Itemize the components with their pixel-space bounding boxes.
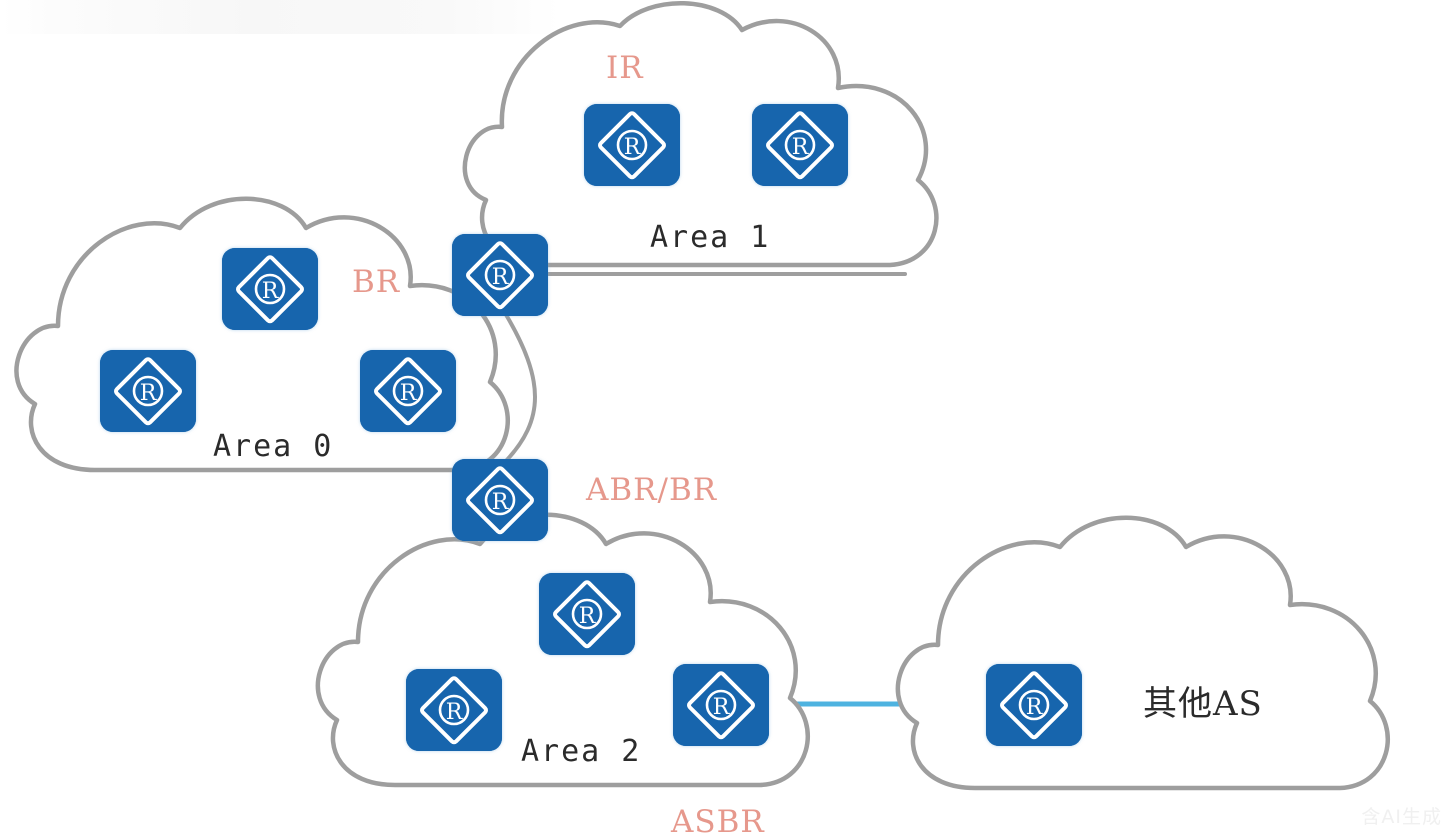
router-icon: R bbox=[673, 664, 769, 746]
svg-text:R: R bbox=[1026, 695, 1044, 720]
svg-text:R: R bbox=[446, 700, 464, 725]
router-area0-r3[interactable]: R bbox=[360, 350, 456, 432]
router-asbr[interactable]: R bbox=[673, 664, 769, 746]
router-icon: R bbox=[360, 350, 456, 432]
router-area1-r2[interactable]: R bbox=[752, 104, 848, 186]
link-br-to-abrbr bbox=[503, 311, 537, 464]
router-area2-r1[interactable]: R bbox=[539, 573, 635, 655]
router-icon: R bbox=[406, 669, 502, 751]
svg-text:R: R bbox=[713, 695, 731, 720]
router-icon: R bbox=[986, 664, 1082, 746]
svg-text:R: R bbox=[579, 604, 597, 629]
label-area1: Area 1 bbox=[650, 220, 771, 255]
router-area1-r1[interactable]: R bbox=[584, 104, 680, 186]
router-icon: R bbox=[222, 248, 318, 330]
svg-text:R: R bbox=[400, 381, 418, 406]
label-abr-br: ABR/BR bbox=[586, 472, 718, 508]
svg-text:R: R bbox=[792, 135, 810, 160]
router-icon: R bbox=[584, 104, 680, 186]
cloud-area1 bbox=[462, 0, 939, 268]
svg-text:R: R bbox=[262, 279, 280, 304]
label-other-as: 其他AS bbox=[1143, 684, 1263, 724]
router-icon: R bbox=[752, 104, 848, 186]
router-other-as[interactable]: R bbox=[986, 664, 1082, 746]
label-area2: Area 2 bbox=[521, 734, 642, 769]
label-asbr: ASBR bbox=[671, 804, 765, 835]
router-abr-br[interactable]: R bbox=[452, 459, 548, 541]
router-icon: R bbox=[452, 234, 548, 316]
label-br: BR bbox=[352, 264, 401, 300]
router-area2-r2[interactable]: R bbox=[406, 669, 502, 751]
label-area0: Area 0 bbox=[213, 429, 334, 464]
router-icon: R bbox=[100, 350, 196, 432]
router-icon: R bbox=[539, 573, 635, 655]
watermark: 含AI生成 bbox=[1361, 806, 1442, 828]
svg-text:R: R bbox=[140, 381, 158, 406]
router-area0-r1[interactable]: R bbox=[222, 248, 318, 330]
svg-text:R: R bbox=[492, 490, 510, 515]
svg-text:R: R bbox=[624, 135, 642, 160]
router-br[interactable]: R bbox=[452, 234, 548, 316]
label-ir: IR bbox=[606, 50, 644, 86]
router-area0-r2[interactable]: R bbox=[100, 350, 196, 432]
cloud-other-as bbox=[895, 515, 1390, 791]
svg-text:R: R bbox=[492, 265, 510, 290]
router-icon: R bbox=[452, 459, 548, 541]
